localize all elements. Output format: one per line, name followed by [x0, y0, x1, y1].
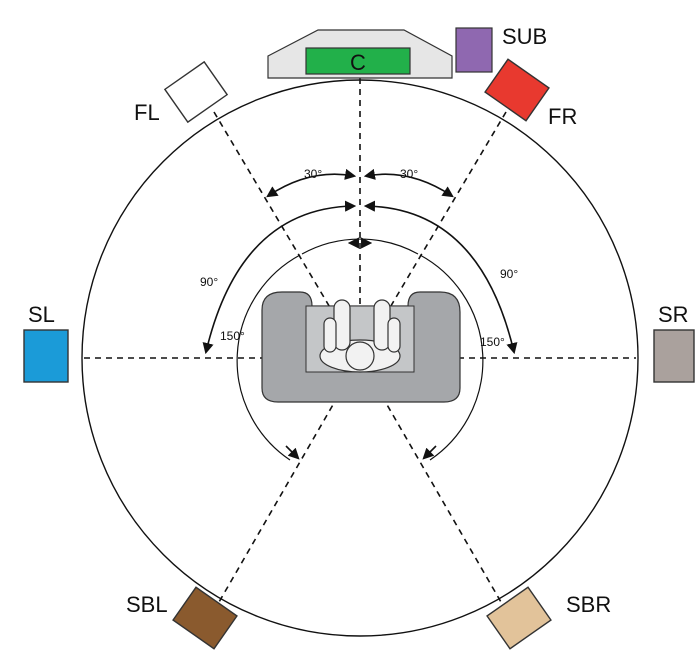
- center-speaker: C: [267, 29, 453, 79]
- surround-back-right-speaker: [486, 586, 552, 650]
- center-grille: [305, 47, 411, 75]
- angle-arrows: [202, 168, 518, 460]
- angle-label-back-right: 150°: [480, 335, 505, 349]
- person-center: [345, 341, 375, 371]
- front-right-speaker: [484, 58, 550, 122]
- arrow-30-right: [363, 168, 454, 198]
- angle-label-front-left: 30°: [304, 167, 322, 181]
- front-left-speaker: [163, 60, 229, 124]
- arrow-90-right: [363, 200, 518, 355]
- guide-back-left: [203, 357, 361, 629]
- surround-right-label: SR: [658, 302, 689, 327]
- arrow-90-left: [202, 200, 357, 355]
- surround-left-label: SL: [28, 302, 55, 327]
- surround-back-left-speaker: [172, 586, 238, 650]
- subwoofer-speaker: [455, 27, 493, 73]
- front-right-label: FR: [548, 104, 577, 129]
- surround-left-speaker: [23, 329, 69, 383]
- arrow-150-left-bottom: [285, 445, 300, 460]
- surround-right-speaker: [653, 329, 695, 383]
- surround-back-left-label: SBL: [126, 592, 168, 617]
- person-hand-left: [323, 317, 337, 353]
- arrow-30-left: [266, 168, 357, 198]
- arrow-150-right-bottom: [422, 445, 437, 460]
- front-left-label: FL: [134, 100, 160, 125]
- angle-label-side-left: 90°: [200, 275, 218, 289]
- listening-seat: [261, 291, 461, 403]
- angle-label-back-left: 150°: [220, 329, 245, 343]
- subwoofer-label: SUB: [502, 24, 547, 49]
- angle-label-side-right: 90°: [500, 267, 518, 281]
- surround-back-right-label: SBR: [566, 592, 611, 617]
- angle-label-front-right: 30°: [400, 167, 418, 181]
- center-label: C: [350, 50, 366, 75]
- person-hand-right: [387, 317, 401, 353]
- guide-back-right: [359, 357, 517, 629]
